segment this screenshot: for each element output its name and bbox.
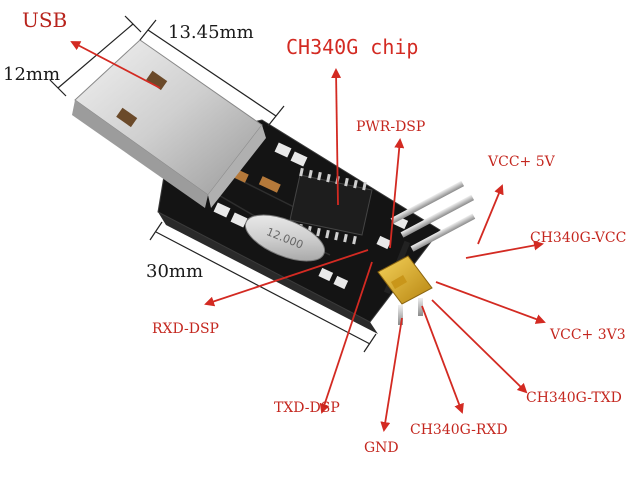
arrow-chip [331,68,342,206]
smd-pad [274,142,292,158]
crystal-oscillator: 12.000 [244,214,326,262]
arrow-pwr-dsp [389,138,405,249]
ch340g-chip [289,167,373,245]
usb-contact-hole [146,70,168,91]
usb-shell-side [72,100,208,208]
usb-plug [72,39,266,208]
arrow-ch340g-rxd [421,305,464,414]
dimension-lines [49,15,377,353]
arrow-ch340g-txd [431,299,528,394]
smd-pad [230,212,248,228]
smd-pad [290,151,308,167]
smd-pad [318,267,334,282]
ch340g-rxd-label: CH340G-RXD [410,422,508,438]
rxd-dsp-label: RXD-DSP [152,321,219,337]
smd-pad [333,275,349,290]
smd-pad [376,235,392,250]
ch340g-txd-label: CH340G-TXD [526,390,622,406]
arrow-rxd-dsp [204,249,369,307]
arrow-vcc-3v3 [435,281,546,324]
usb-contact-hole [116,107,138,128]
usb-label: USB [22,8,67,32]
arrow-txd-dsp [319,261,373,414]
callout-arrows [70,41,546,432]
diode [258,176,281,193]
dim-length-label: 30mm [146,261,203,282]
dim-width-label: 13.45mm [168,22,254,43]
vcc-3v3-label: VCC+ 3V3 [549,327,626,343]
smd-pad [213,202,231,218]
gnd-label: GND [364,440,399,456]
chip-label: CH340G chip [286,35,418,59]
pwr-dsp-label: PWR-DSP [356,119,425,135]
jumper-block [377,255,433,305]
ch340g-vcc-label: CH340G-VCC [530,230,626,246]
dim-height-label: 12mm [3,64,60,85]
vcc-5v-label: VCC+ 5V [487,154,556,170]
arrow-vcc-5v [477,184,504,245]
arrow-ch340g-vcc [465,240,544,259]
arrow-usb [70,41,161,89]
txd-dsp-label: TXD-DSP [274,400,340,416]
arrow-gnd [380,317,403,432]
